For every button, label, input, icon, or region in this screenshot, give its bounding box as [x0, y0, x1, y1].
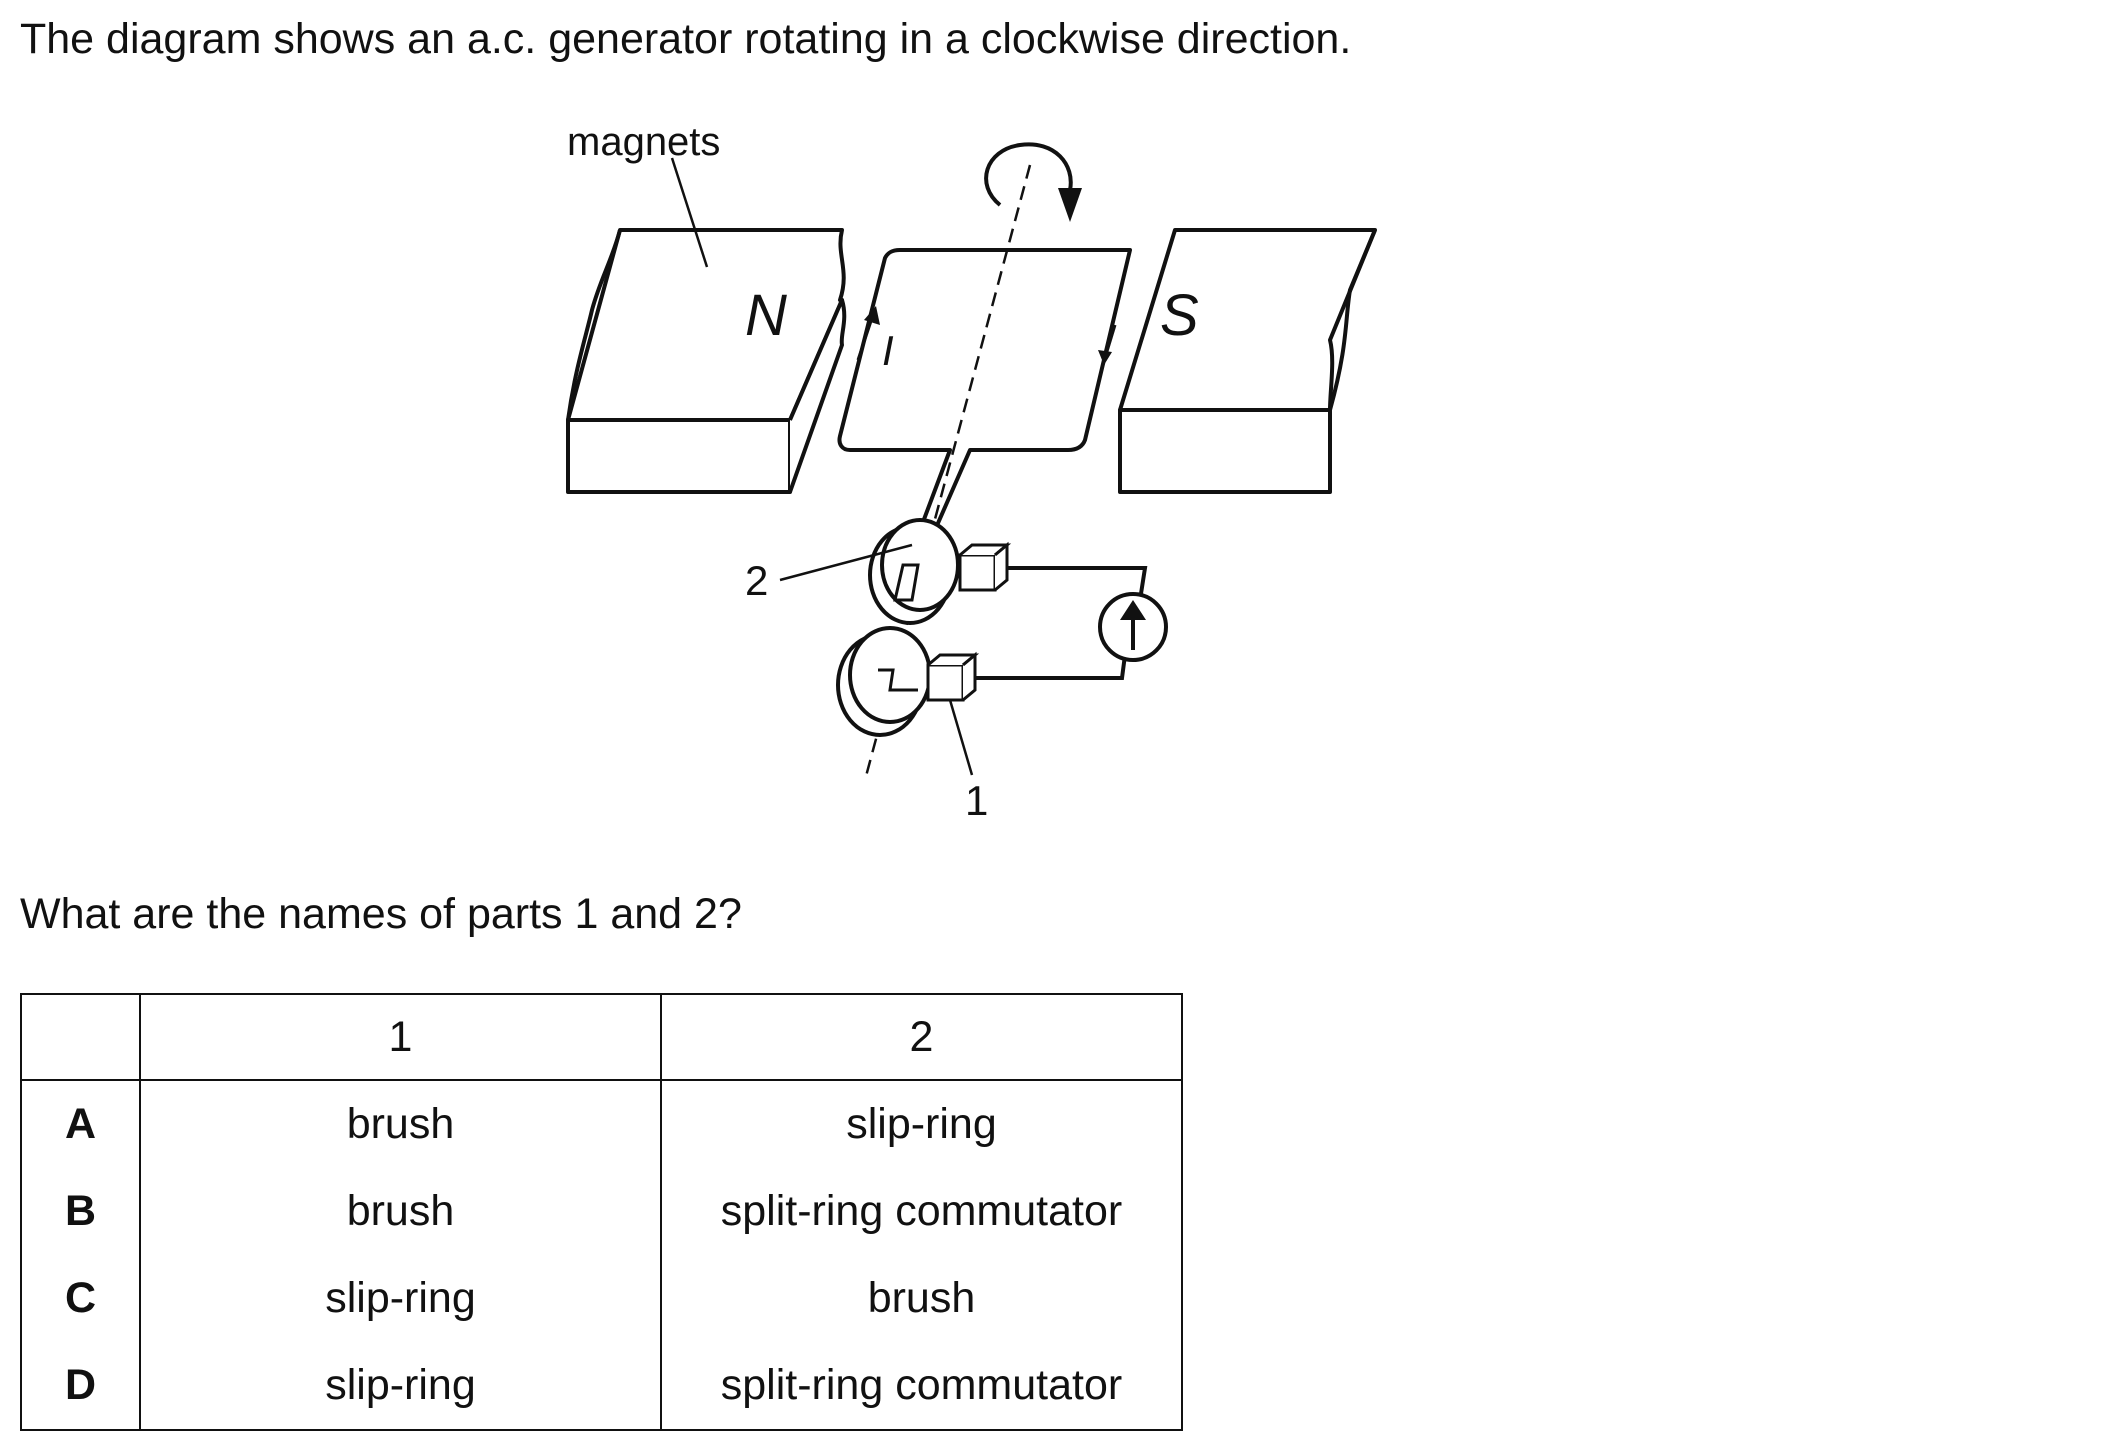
- meter-icon: [1098, 592, 1168, 662]
- circuit-wire-upper: [1007, 566, 1148, 601]
- table-row: B brush split-ring commutator: [20, 1168, 1183, 1255]
- current-arrow-icon: [856, 306, 1117, 365]
- magnets-label: magnets: [567, 120, 720, 164]
- rotation-arrow-icon: [984, 142, 1082, 222]
- option-part-2: split-ring commutator: [660, 1342, 1183, 1431]
- option-letter: C: [20, 1255, 141, 1342]
- header-part-1: 1: [139, 993, 662, 1081]
- shaft-segment: [893, 563, 920, 602]
- option-part-2: brush: [660, 1255, 1183, 1342]
- generator-diagram: magnets N S I 2 1: [566, 120, 1377, 824]
- option-part-1: brush: [139, 1080, 662, 1168]
- brush-lower: [926, 651, 980, 702]
- part-1-leader-line: [948, 699, 974, 776]
- current-label: I: [882, 327, 894, 374]
- coil: [837, 248, 1132, 532]
- north-pole-label: N: [745, 283, 787, 348]
- south-pole-label: S: [1160, 283, 1199, 348]
- option-letter: D: [20, 1342, 141, 1431]
- part-2-label: 2: [745, 557, 768, 604]
- part-1-label: 1: [965, 777, 988, 824]
- question-intro: The diagram shows an a.c. generator rota…: [20, 15, 1352, 63]
- magnets-leader-line: [670, 157, 709, 268]
- option-letter: B: [20, 1168, 141, 1255]
- question-prompt: What are the names of parts 1 and 2?: [20, 890, 742, 938]
- option-part-1: brush: [139, 1168, 662, 1255]
- slip-ring-lower: [836, 626, 932, 737]
- table-row: D slip-ring split-ring commutator: [20, 1342, 1183, 1431]
- table-row: A brush slip-ring: [20, 1080, 1183, 1168]
- south-magnet: [1118, 228, 1377, 494]
- shaft-segment-lower: [878, 668, 918, 692]
- option-part-2: split-ring commutator: [660, 1168, 1183, 1255]
- circuit-wire-lower: [975, 654, 1127, 680]
- option-part-1: slip-ring: [139, 1255, 662, 1342]
- answer-table: 1 2 A brush slip-ring B brush split-ring…: [20, 993, 1183, 1431]
- option-part-2: slip-ring: [660, 1080, 1183, 1168]
- header-letter: [20, 993, 141, 1081]
- north-magnet: [566, 228, 847, 494]
- brush-upper: [958, 541, 1012, 592]
- option-letter: A: [20, 1080, 141, 1168]
- table-header-row: 1 2: [20, 993, 1183, 1081]
- header-part-2: 2: [660, 993, 1183, 1081]
- table-row: C slip-ring brush: [20, 1255, 1183, 1342]
- part-2-leader-line: [779, 543, 913, 582]
- option-part-1: slip-ring: [139, 1342, 662, 1431]
